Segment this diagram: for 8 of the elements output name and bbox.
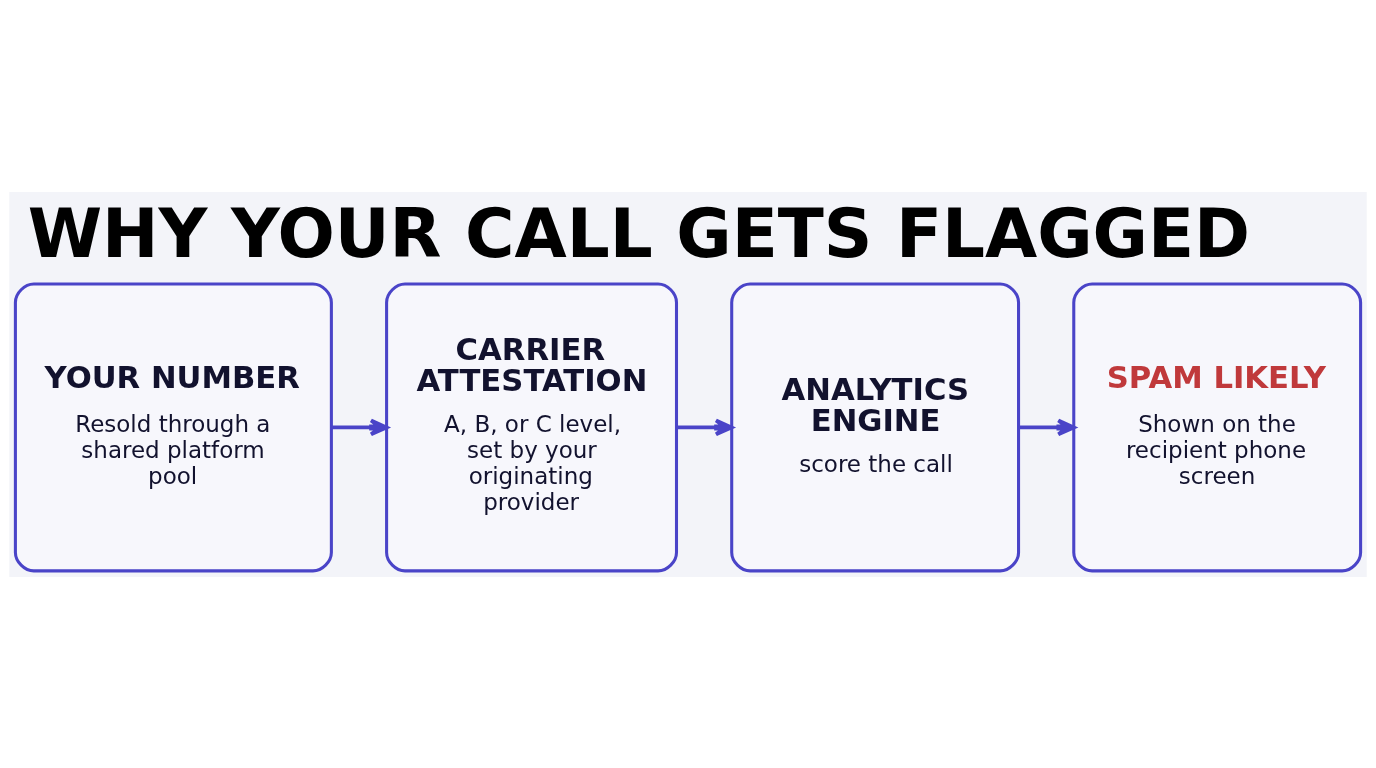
node-box: YOUR NUMBER Resold through a shared platform pool — [13, 282, 333, 572]
node-box: ANALYTICS ENGINE score the call — [730, 282, 1021, 572]
arrow — [676, 418, 734, 436]
node-box: SPAM LIKELY Shown on the recipient phone screen — [1072, 282, 1363, 572]
diagram-title: WHY YOUR CALL GETS FLAGGED — [27, 193, 1251, 273]
arrow — [1018, 418, 1076, 436]
node-box: CARRIER ATTESTATION A, B, or C level, set by your originating provider — [385, 282, 679, 572]
arrow — [331, 418, 389, 436]
